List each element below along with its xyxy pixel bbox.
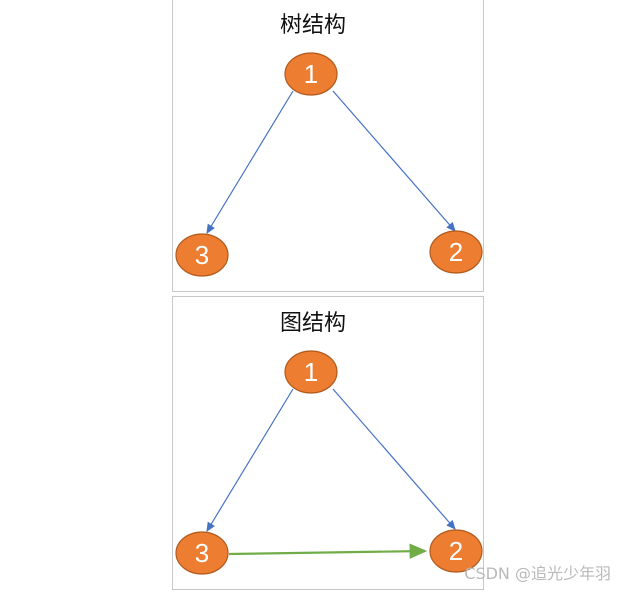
graph-node-3-label: 3 <box>195 538 209 568</box>
tree-node-2-label: 2 <box>449 237 463 267</box>
graph-node-1: 1 <box>284 350 338 394</box>
graph-node-2-label: 2 <box>449 536 463 566</box>
tree-title: 树结构 <box>279 13 346 38</box>
graph-node-1-label: 1 <box>304 357 318 387</box>
tree-node-3: 3 <box>175 233 229 277</box>
tree-node-2: 2 <box>429 230 483 274</box>
tree-diagram: 1 3 2 <box>175 52 483 277</box>
tree-node-1-label: 1 <box>304 59 318 89</box>
graph-structure-panel: 图结构 1 3 2 <box>172 296 484 590</box>
graph-node-3: 3 <box>175 531 229 575</box>
tree-node-3-label: 3 <box>195 240 209 270</box>
graph-title: 图结构 <box>279 311 346 336</box>
graph-node-2: 2 <box>429 529 483 573</box>
tree-edge-1-2 <box>332 90 456 232</box>
tree-structure-panel: 树结构 1 3 2 <box>172 0 484 292</box>
graph-edge-1-3 <box>206 388 294 533</box>
graph-edge-1-2 <box>332 388 456 530</box>
watermark: CSDN @追光少年羽 <box>464 564 611 583</box>
graph-diagram: 1 3 2 <box>175 350 483 575</box>
graph-edge-3-2 <box>228 543 428 559</box>
tree-edge-1-3 <box>206 90 294 235</box>
tree-node-1: 1 <box>284 52 338 96</box>
